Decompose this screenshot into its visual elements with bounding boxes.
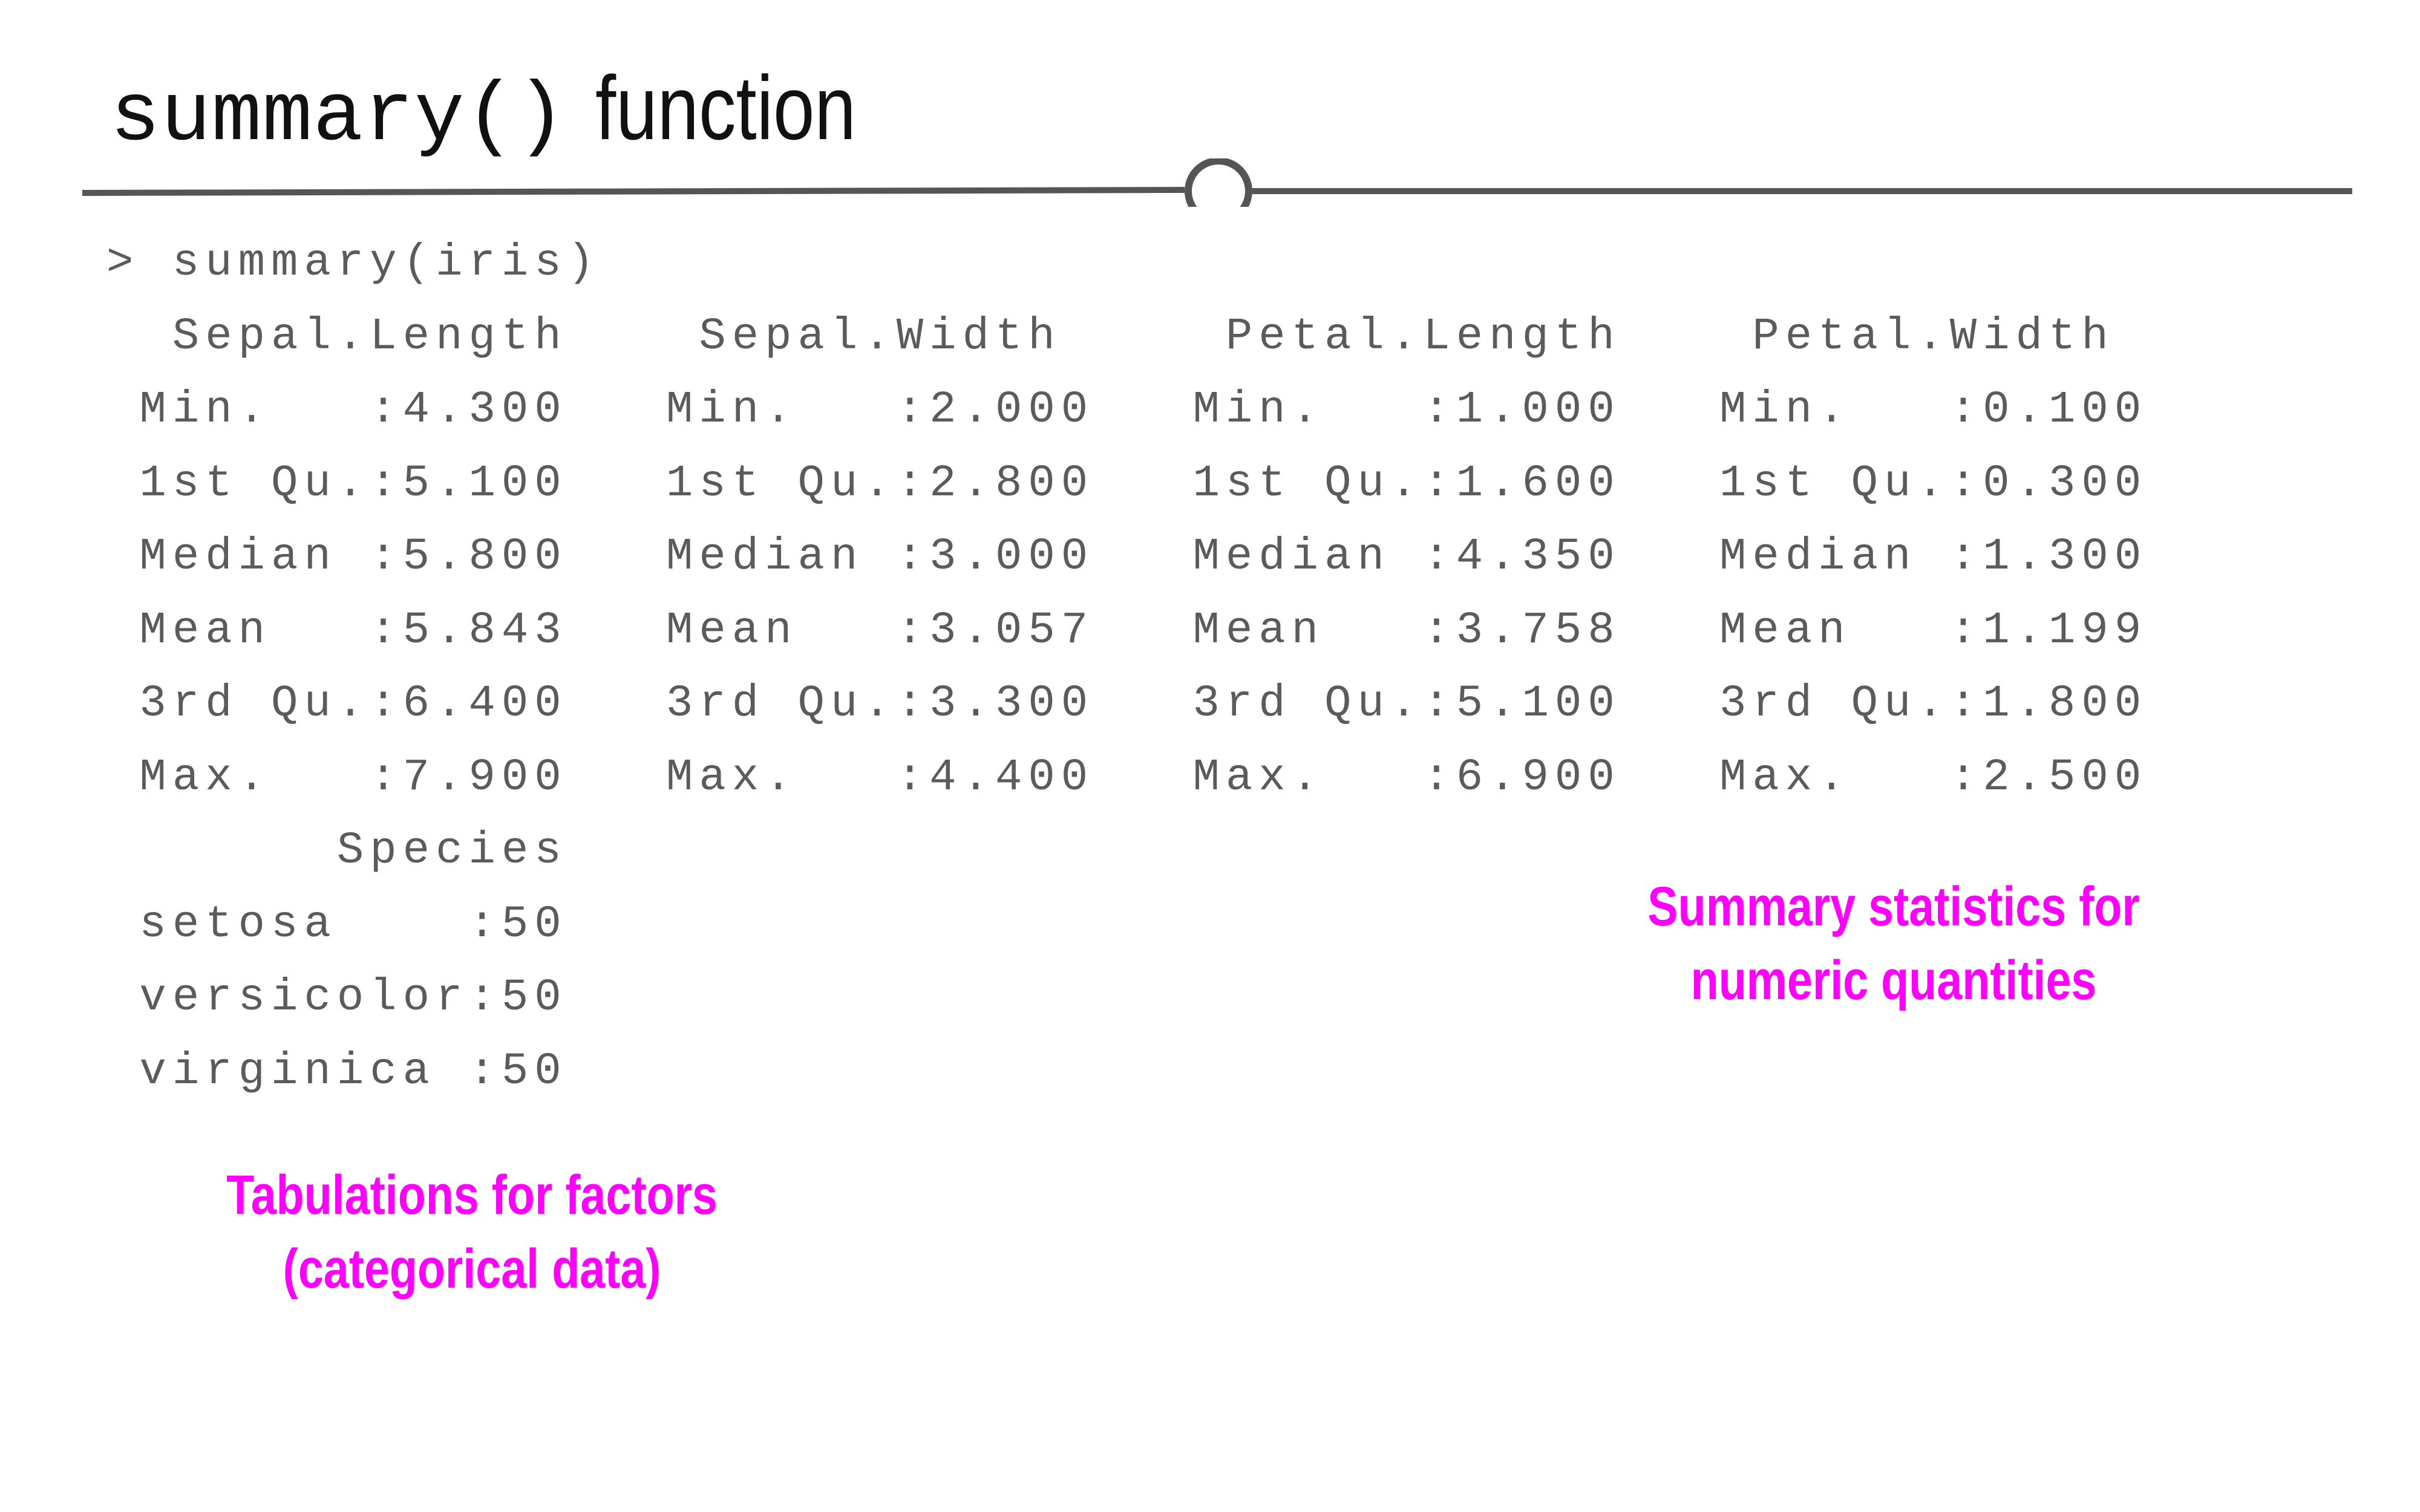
annotation-numeric-line-1: Summary statistics for (1647, 876, 2140, 937)
console-row-mean: Mean :5.843 Mean :3.057 Mean :3.758 Mean… (106, 605, 2148, 656)
annotation-factors-line-1: Tabulations for factors (226, 1164, 718, 1226)
divider-knob-icon (1185, 158, 1252, 207)
console-row-3rd-qu: 3rd Qu.:6.400 3rd Qu.:3.300 3rd Qu.:5.10… (106, 679, 2148, 729)
r-console-output: > summary(iris) Sepal.Length Sepal.Width… (106, 227, 2147, 1109)
console-row-versicolor: versicolor:50 (106, 973, 567, 1023)
console-row-min: Min. :4.300 Min. :2.000 Min. :1.000 Min.… (106, 385, 2148, 435)
divider-line-left (82, 187, 1185, 196)
console-row-max: Max. :7.900 Max. :4.400 Max. :6.900 Max.… (106, 752, 2148, 803)
title-code: summary() (110, 70, 567, 165)
annotation-numeric-line-2: numeric quantities (1690, 950, 2097, 1011)
console-row-median: Median :5.800 Median :3.000 Median :4.35… (106, 532, 2148, 582)
console-header-numeric: Sepal.Length Sepal.Width Petal.Length Pe… (106, 311, 2114, 362)
annotation-factors: Tabulations for factors (categorical dat… (174, 1158, 770, 1306)
console-command: > summary(iris) (106, 238, 601, 288)
title-divider (82, 158, 2352, 207)
annotation-factors-line-2: (categorical data) (283, 1238, 661, 1300)
console-row-virginica: virginica :50 (106, 1046, 567, 1097)
annotation-numeric: Summary statistics for numeric quantitie… (1596, 870, 2191, 1017)
console-row-setosa: setosa :50 (106, 899, 567, 950)
title-text: function (595, 57, 857, 158)
console-header-species: Species (106, 826, 567, 876)
page-title: summary() function (110, 56, 914, 165)
console-row-1st-qu: 1st Qu.:5.100 1st Qu.:2.800 1st Qu.:1.60… (106, 458, 2148, 509)
